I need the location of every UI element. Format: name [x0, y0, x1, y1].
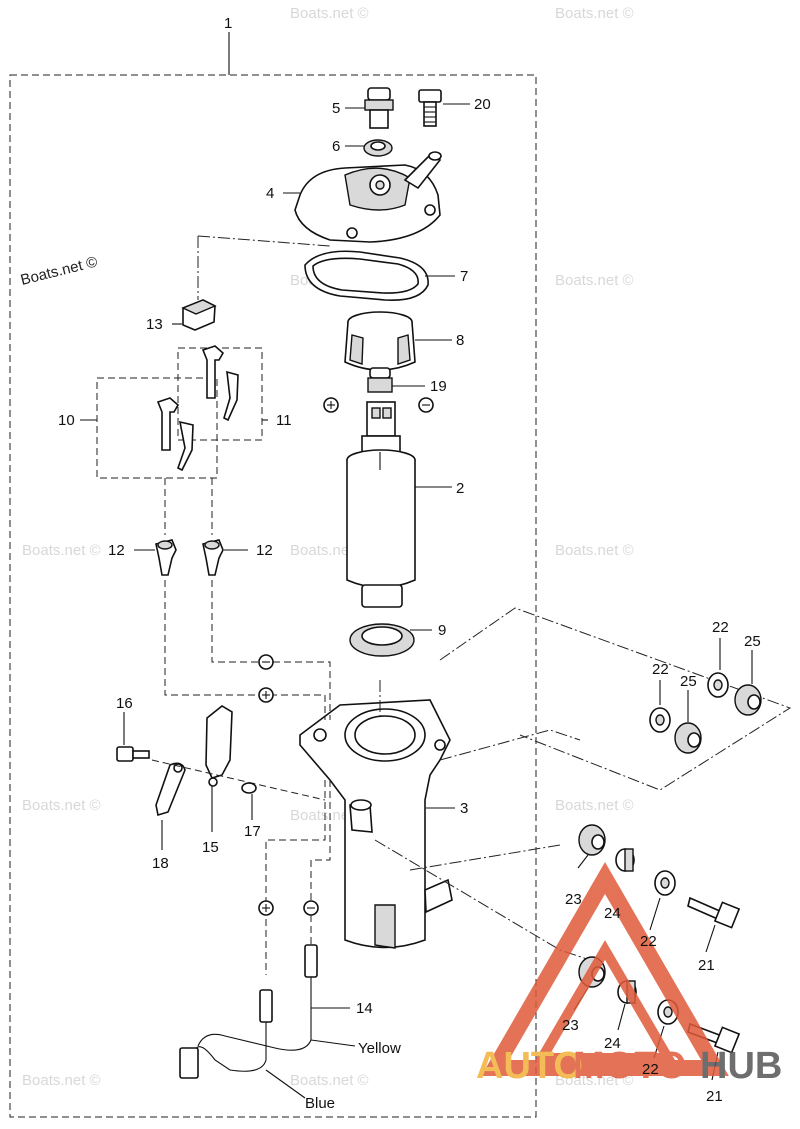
logo-moto: MOTO: [573, 1045, 686, 1087]
logo-auto: AUTO: [476, 1045, 583, 1087]
washer-22-mid-upper: [649, 870, 676, 931]
callout-25-upper: 25: [744, 633, 761, 650]
bolt-16: [116, 712, 150, 762]
callout-3: 3: [460, 800, 468, 817]
callout-2: 2: [456, 480, 464, 497]
callout-numbers: 1 2 3 4 5 6 7 8 9 10 11 12 12 13 14 15 1…: [58, 15, 761, 1112]
watermark: Boats.net ©: [22, 542, 101, 559]
clamp-15: [151, 705, 326, 832]
callout-16: 16: [116, 695, 133, 712]
washer-17: [241, 782, 257, 820]
strap-18: [155, 762, 186, 850]
washer-22-upper: [707, 638, 729, 698]
callout-8: 8: [456, 332, 464, 349]
wire-label-blue: Blue: [305, 1095, 335, 1112]
callout-22-top: 22: [712, 619, 729, 636]
callout-18: 18: [152, 855, 169, 872]
mount-group: [374, 607, 792, 1081]
bolt-21-upper: [687, 896, 741, 953]
grommet-25-lower: [674, 690, 702, 754]
grommet-25-upper: [734, 650, 762, 716]
housing-3: [299, 699, 455, 949]
automotohub-logo: AUTO MOTO HUB: [476, 862, 782, 1087]
fuel-pump-2: [346, 401, 452, 608]
wire-label-yellow: Yellow: [358, 1040, 401, 1057]
watermark: Boats.net ©: [555, 272, 634, 289]
watermark: Boats.net ©: [290, 5, 369, 22]
watermark: Boats.net ©: [19, 253, 99, 289]
callout-12-left: 12: [108, 542, 125, 559]
callout-10: 10: [58, 412, 75, 429]
callout-19: 19: [430, 378, 447, 395]
terminal-group-10-11: [80, 345, 268, 535]
connector-13: [172, 299, 217, 331]
bolt-20: [418, 89, 470, 127]
sleeve-12-right: [202, 539, 248, 576]
callout-14: 14: [356, 1000, 373, 1017]
callout-6: 6: [332, 138, 340, 155]
fitting-5: [345, 87, 394, 129]
seal-9: [349, 623, 432, 657]
callout-4: 4: [266, 185, 274, 202]
assembly-boundary: [9, 32, 537, 1118]
callout-12-right: 12: [256, 542, 273, 559]
gasket-7: [304, 250, 455, 302]
watermark: Boats.net ©: [555, 1072, 634, 1089]
sleeve-12-left: [134, 539, 177, 576]
logo-hub: HUB: [700, 1045, 782, 1087]
callout-23-lower: 23: [562, 1017, 579, 1034]
callout-15: 15: [202, 839, 219, 856]
watermark: Boats.net ©: [555, 5, 634, 22]
callout-20: 20: [474, 96, 491, 113]
collar-24-upper: [615, 848, 635, 872]
grommet-23-upper: [577, 824, 606, 869]
callout-24-upper: 24: [604, 905, 621, 922]
watermark: Boats.net ©: [22, 1072, 101, 1089]
filter-19: [367, 367, 425, 393]
ring-nut-8: [344, 311, 452, 371]
callout-23-upper: 23: [565, 891, 582, 908]
cover-4: [283, 151, 442, 243]
washer-22-lower: [649, 680, 671, 733]
callout-13: 13: [146, 316, 163, 333]
watermark: Boats.net ©: [290, 1072, 369, 1089]
callout-5: 5: [332, 100, 340, 117]
watermarks: Boats.net © Boats.net © Boats.net © Boat…: [19, 5, 634, 1089]
callout-22-bottom: 22: [642, 1061, 659, 1078]
wire-harness-14: [179, 944, 356, 1099]
callout-22-second: 22: [652, 661, 669, 678]
seal-6: [345, 139, 393, 157]
watermark: Boats.net ©: [22, 797, 101, 814]
watermark: Boats.net ©: [555, 797, 634, 814]
callout-21-upper: 21: [698, 957, 715, 974]
pump-terminals-polarity: [323, 397, 434, 413]
callout-9: 9: [438, 622, 446, 639]
watermark: Boats.net ©: [555, 542, 634, 559]
callout-24-lower: 24: [604, 1035, 621, 1052]
wire-routes: [164, 235, 381, 975]
callout-1: 1: [224, 15, 232, 32]
callout-21-lower: 21: [706, 1088, 723, 1105]
callout-7: 7: [460, 268, 468, 285]
callout-11: 11: [276, 412, 292, 429]
callout-25-lower: 25: [680, 673, 697, 690]
callout-22-third: 22: [640, 933, 657, 950]
callout-17: 17: [244, 823, 261, 840]
